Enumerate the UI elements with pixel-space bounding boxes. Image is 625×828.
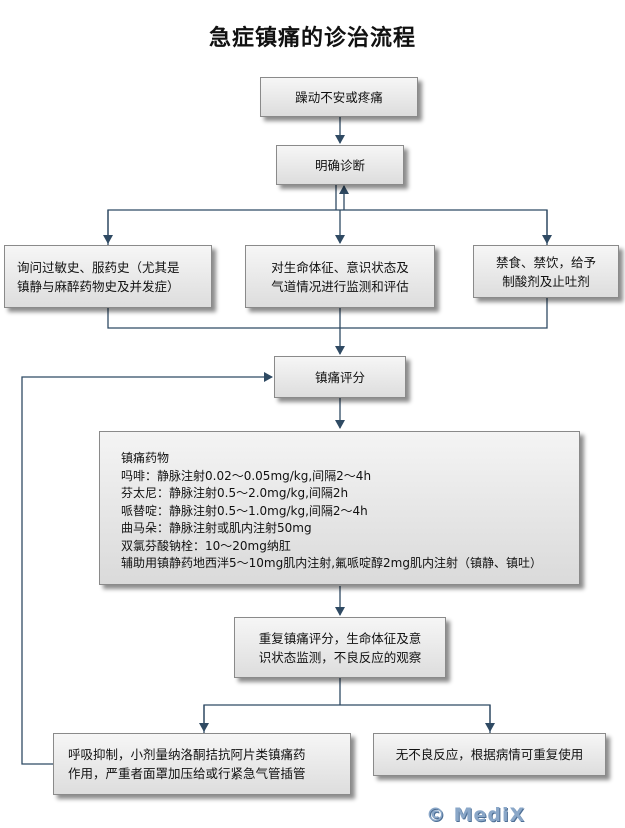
respiratory-box: 呼吸抑制，小剂量纳洛酮拮抗阿片类镇痛药 作用，严重者面罩加压给或行紧急气管插管 <box>53 733 351 795</box>
line-branch-bottom <box>203 704 491 733</box>
repeat-box: 重复镇痛评分，生命体征及意 识状态监测，不良反应的观察 <box>234 617 446 678</box>
score-box: 镇痛评分 <box>274 356 406 398</box>
drugs-heading: 镇痛药物 <box>121 451 170 465</box>
no-adverse-label: 无不良反应，根据病情可重复使用 <box>395 747 584 762</box>
no-adverse-box: 无不良反应，根据病情可重复使用 <box>373 733 606 776</box>
medix-logo: © MediX <box>426 804 526 826</box>
respiratory-label: 呼吸抑制，小剂量纳洛酮拮抗阿片类镇痛药 作用，严重者面罩加压给或行紧急气管插管 <box>68 747 306 781</box>
fasting-box: 禁食、禁饮，给予 制酸剂及止吐剂 <box>473 245 619 298</box>
drug-morphine: 吗啡：静脉注射0.02～0.05mg/kg,间隔2～4h <box>121 468 372 483</box>
agitation-box: 躁动不安或疼痛 <box>260 77 418 117</box>
history-label: 询问过敏史、服药史（尤其是 镇静与麻醉药物史及并发症） <box>17 259 180 294</box>
fasting-label: 禁食、禁饮，给予 制酸剂及止吐剂 <box>495 254 596 289</box>
drug-pethidine: 哌替啶：静脉注射0.5～1.0mg/kg,间隔2～4h <box>121 503 368 518</box>
score-label: 镇痛评分 <box>314 369 365 385</box>
drug-adjuvant-sedatives: 辅助用镇静药地西泮5～10mg肌内注射,氟哌啶醇2mg肌内注射（镇静、镇吐） <box>121 556 542 570</box>
diagnosis-box: 明确诊断 <box>276 145 404 185</box>
drug-tramadol: 曲马朵：静脉注射或肌内注射50mg <box>121 521 312 535</box>
drug-diclofenac: 双氯芬酸钠栓：10～20mg纳肛 <box>121 538 291 553</box>
arrow-feedback-to-score <box>21 372 273 765</box>
repeat-label: 重复镇痛评分，生命体征及意 识状态监测，不良反应的观察 <box>258 630 422 665</box>
monitor-label: 对生命体征、意识状态及 气道情况进行监测和评估 <box>271 259 409 294</box>
line-branch-top <box>107 209 548 245</box>
history-box: 询问过敏史、服药史（尤其是 镇静与麻醉药物史及并发症） <box>4 245 212 308</box>
line-branch-merge <box>107 298 548 329</box>
drug-fentanyl: 芬太尼：静脉注射0.5～2.0mg/kg,间隔2h <box>121 486 349 500</box>
diagram-title: 急症镇痛的诊治流程 <box>208 26 416 51</box>
monitor-box: 对生命体征、意识状态及 气道情况进行监测和评估 <box>245 245 435 308</box>
drugs-box: 镇痛药物 吗啡：静脉注射0.02～0.05mg/kg,间隔2～4h 芬太尼：静脉… <box>99 431 580 585</box>
agitation-label: 躁动不安或疼痛 <box>295 89 383 105</box>
diagnosis-label: 明确诊断 <box>314 157 365 173</box>
